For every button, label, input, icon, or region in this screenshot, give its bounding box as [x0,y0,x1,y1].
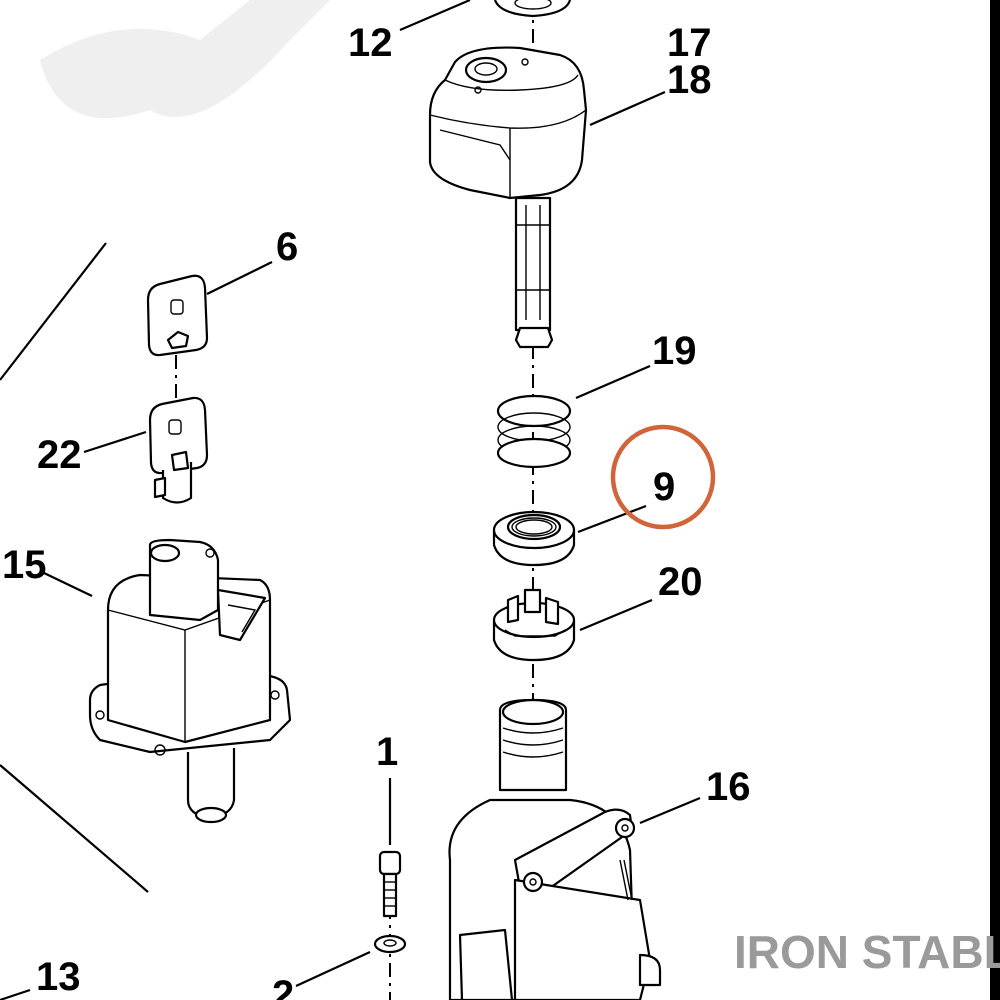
part-20-collar [492,588,576,662]
part-15-housing [88,538,292,824]
callout-6: 6 [276,225,298,269]
background-line-lower [0,764,149,893]
background-watermark-shape [40,0,330,119]
callout-15: 15 [2,543,47,587]
part-12-washer [493,0,572,18]
leader-2 [295,951,371,987]
part-9-nut [492,510,576,567]
leader-13 [0,988,31,1000]
part-6-key [146,274,209,357]
part-18-knob [428,46,588,200]
leader-15 [43,572,93,597]
leader-19 [575,364,651,400]
leader-16 [639,796,701,825]
callout-22: 22 [37,433,82,477]
part-1-bolt [373,850,407,954]
part-18-shaft [514,196,554,349]
callout-19: 19 [652,329,697,373]
leader-9 [577,504,647,534]
frame-border [990,0,1000,1000]
brand-watermark: IRON STABLE [734,926,1000,978]
part-16-lock-body [448,698,662,1000]
callout-12: 12 [348,21,393,65]
callout-18: 18 [667,58,712,102]
leader-12 [399,0,471,32]
callout-2: 2 [272,973,294,1000]
part-22-key [148,396,209,504]
leader-20 [579,598,653,632]
part-19-spring [496,394,572,469]
leader-18 [589,90,666,127]
callout-17: 17 [667,21,712,65]
leader-6 [206,261,273,295]
leader-22 [83,430,147,454]
highlight-circle [610,424,716,530]
background-line-upper [0,242,107,381]
callout-16: 16 [706,765,751,809]
callout-9: 9 [653,465,675,509]
callout-20: 20 [658,560,703,604]
callout-1: 1 [376,730,398,774]
callout-13: 13 [36,955,81,999]
